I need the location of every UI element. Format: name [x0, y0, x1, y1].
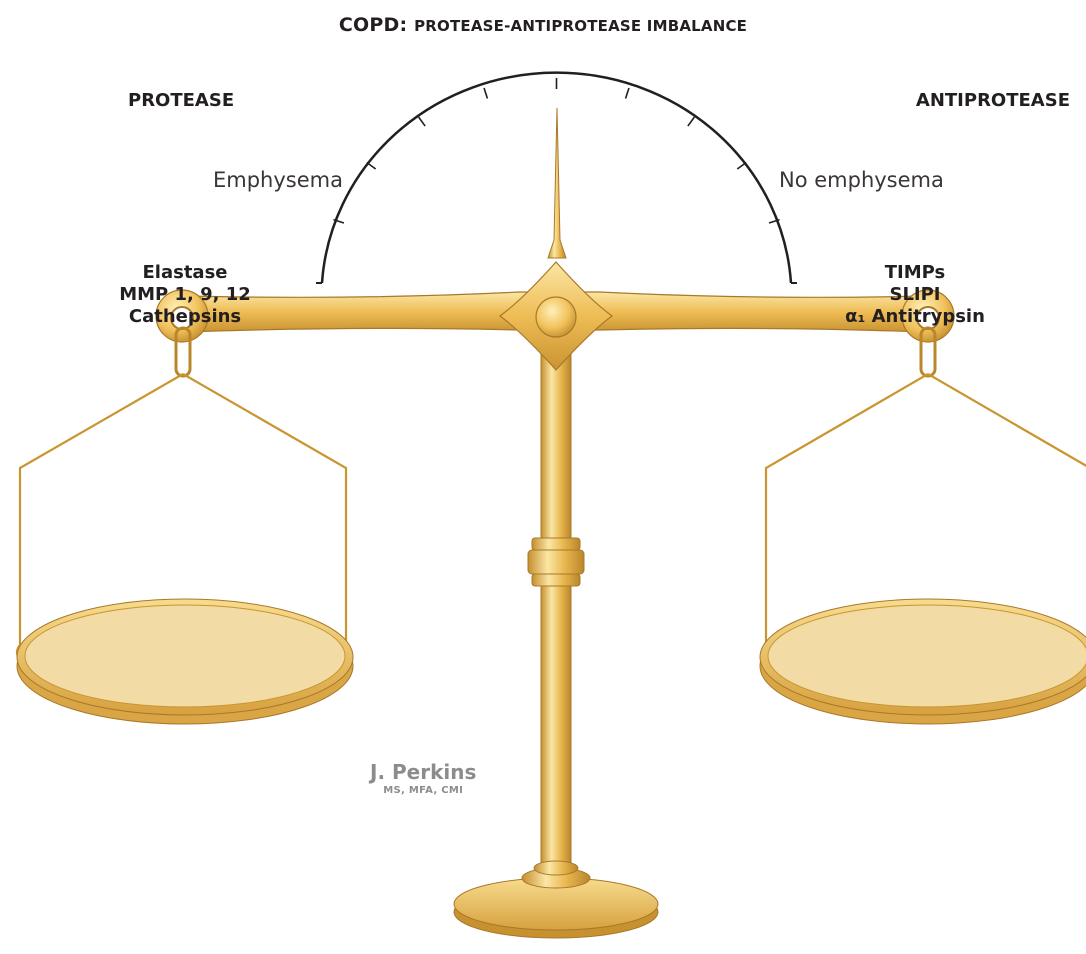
- left-pan-item: MMP 1, 9, 12: [119, 284, 251, 305]
- title-subtitle: PROTEASE-ANTIPROTEASE IMBALANCE: [414, 17, 748, 35]
- right-pan-contents: TIMPs SLIPI α₁ Antitrypsin: [805, 262, 1025, 328]
- left-pan: [16, 598, 354, 725]
- left-pan-item: Elastase: [142, 262, 228, 283]
- right-pan-item: α₁ Antitrypsin: [845, 306, 985, 327]
- diagram-title: COPD: PROTEASE-ANTIPROTEASE IMBALANCE: [0, 14, 1086, 36]
- title-main: COPD:: [338, 14, 415, 36]
- signature-credentials: MS, MFA, CMI: [383, 785, 464, 796]
- dial-tick: [624, 87, 630, 99]
- left-pan-contents: Elastase MMP 1, 9, 12 Cathepsins: [75, 262, 295, 328]
- artist-signature: J. Perkins MS, MFA, CMI: [370, 760, 476, 796]
- antiprotease-side-label: ANTIPROTEASE: [915, 90, 1070, 111]
- dial-tick: [418, 116, 426, 127]
- dial-tick: [736, 161, 747, 170]
- dial-label-no-emphysema: No emphysema: [779, 168, 944, 192]
- dial-tick: [768, 218, 780, 224]
- scale-column: [527, 339, 585, 871]
- dial-tick: [333, 218, 345, 224]
- dial-tick: [687, 116, 695, 127]
- dial-tick: [483, 87, 489, 99]
- pointer-needle: [547, 107, 567, 259]
- right-pan: [759, 598, 1086, 725]
- dial-label-emphysema: Emphysema: [213, 168, 343, 192]
- right-pan-item: TIMPs: [884, 262, 946, 283]
- protease-side-label: PROTEASE: [128, 90, 235, 111]
- scale-base: [453, 860, 659, 939]
- dial-tick: [366, 161, 377, 170]
- right-pan-item: SLIPI: [889, 284, 941, 305]
- signature-name: J. Perkins: [370, 760, 477, 784]
- dial-gauge: [316, 71, 797, 284]
- left-pan-item: Cathepsins: [128, 306, 242, 327]
- dial-ticks: [333, 78, 780, 224]
- scale-beam: [155, 261, 955, 371]
